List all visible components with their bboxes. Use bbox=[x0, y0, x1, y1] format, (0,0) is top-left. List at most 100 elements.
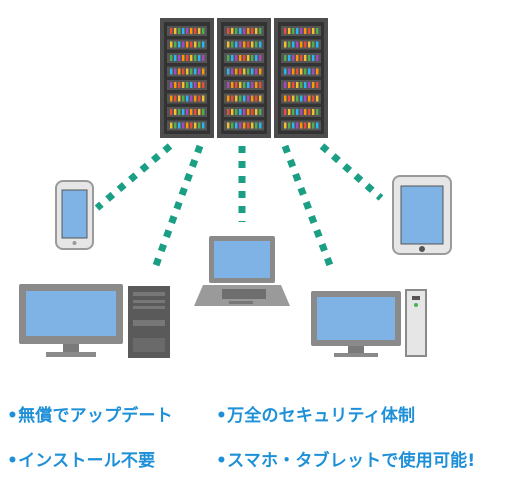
server-led bbox=[231, 68, 234, 75]
server-led bbox=[251, 55, 254, 61]
server-led bbox=[198, 68, 201, 75]
server-led bbox=[235, 109, 238, 115]
server-led bbox=[174, 68, 177, 75]
server-led bbox=[312, 28, 315, 34]
server-led bbox=[182, 41, 185, 48]
server-led bbox=[308, 82, 311, 88]
tablet-icon bbox=[392, 175, 452, 255]
server-led bbox=[247, 68, 250, 75]
server-led bbox=[178, 55, 181, 61]
server-led bbox=[227, 95, 230, 102]
server-led bbox=[202, 82, 205, 88]
server-led bbox=[259, 82, 262, 88]
server-led bbox=[308, 122, 311, 129]
server-led bbox=[296, 28, 299, 34]
server-led bbox=[316, 28, 319, 34]
server-led bbox=[182, 82, 185, 88]
server-led bbox=[235, 55, 238, 61]
server-led bbox=[198, 28, 201, 34]
server-led bbox=[243, 41, 246, 48]
server-led bbox=[186, 82, 189, 88]
server-led bbox=[296, 82, 299, 88]
server-led bbox=[255, 82, 258, 88]
server-led bbox=[300, 28, 303, 34]
server-led bbox=[243, 122, 246, 129]
server-led bbox=[304, 82, 307, 88]
server-led bbox=[178, 28, 181, 34]
server-led bbox=[251, 109, 254, 115]
server-rack-icon bbox=[274, 18, 328, 138]
server-led bbox=[190, 82, 193, 88]
server-led bbox=[190, 109, 193, 115]
server-led bbox=[304, 68, 307, 75]
server-led bbox=[312, 95, 315, 102]
server-led bbox=[190, 122, 193, 129]
server-led bbox=[312, 68, 315, 75]
server-led bbox=[202, 68, 205, 75]
server-led bbox=[174, 122, 177, 129]
server-led bbox=[198, 95, 201, 102]
server-led bbox=[227, 55, 230, 61]
server-led bbox=[231, 41, 234, 48]
server-led bbox=[239, 82, 242, 88]
server-led bbox=[259, 68, 262, 75]
server-led bbox=[259, 55, 262, 61]
server-rack-icon bbox=[160, 18, 214, 138]
server-led bbox=[247, 41, 250, 48]
server-rack-icon bbox=[217, 18, 271, 138]
server-led bbox=[186, 122, 189, 129]
server-led bbox=[190, 41, 193, 48]
server-led bbox=[202, 95, 205, 102]
server-led bbox=[231, 55, 234, 61]
server-led bbox=[304, 95, 307, 102]
server-led bbox=[170, 122, 173, 129]
server-led bbox=[231, 122, 234, 129]
server-led bbox=[186, 68, 189, 75]
server-led bbox=[255, 28, 258, 34]
server-led bbox=[316, 109, 319, 115]
server-led bbox=[182, 28, 185, 34]
server-led bbox=[194, 122, 197, 129]
server-led bbox=[308, 95, 311, 102]
server-led bbox=[255, 68, 258, 75]
server-led bbox=[202, 109, 205, 115]
server-led bbox=[284, 82, 287, 88]
server-led bbox=[288, 109, 291, 115]
server-led bbox=[170, 82, 173, 88]
server-led bbox=[202, 28, 205, 34]
server-led bbox=[300, 95, 303, 102]
server-led bbox=[239, 28, 242, 34]
server-led bbox=[255, 95, 258, 102]
server-led bbox=[284, 95, 287, 102]
server-led bbox=[300, 122, 303, 129]
server-led bbox=[174, 109, 177, 115]
server-led bbox=[198, 55, 201, 61]
server-led bbox=[182, 122, 185, 129]
server-led bbox=[243, 109, 246, 115]
network-diagram bbox=[19, 18, 452, 358]
server-led bbox=[174, 55, 177, 61]
feature-mobile-support: •スマホ・タブレットで使用可能! bbox=[216, 451, 476, 471]
server-led bbox=[251, 95, 254, 102]
connector-desktop bbox=[151, 144, 204, 270]
feature-security: •万全のセキュリティ体制 bbox=[216, 406, 416, 426]
server-led bbox=[316, 82, 319, 88]
server-led bbox=[284, 122, 287, 129]
server-led bbox=[312, 82, 315, 88]
server-led bbox=[284, 68, 287, 75]
server-led bbox=[255, 122, 258, 129]
server-led bbox=[300, 68, 303, 75]
connector-tablet bbox=[319, 143, 384, 201]
server-led bbox=[231, 82, 234, 88]
server-led bbox=[292, 68, 295, 75]
server-led bbox=[182, 109, 185, 115]
server-led bbox=[243, 95, 246, 102]
server-led bbox=[296, 95, 299, 102]
server-led bbox=[304, 109, 307, 115]
server-led bbox=[178, 95, 181, 102]
server-led bbox=[300, 82, 303, 88]
server-led bbox=[239, 95, 242, 102]
server-led bbox=[227, 109, 230, 115]
server-led bbox=[231, 95, 234, 102]
server-led bbox=[239, 109, 242, 115]
